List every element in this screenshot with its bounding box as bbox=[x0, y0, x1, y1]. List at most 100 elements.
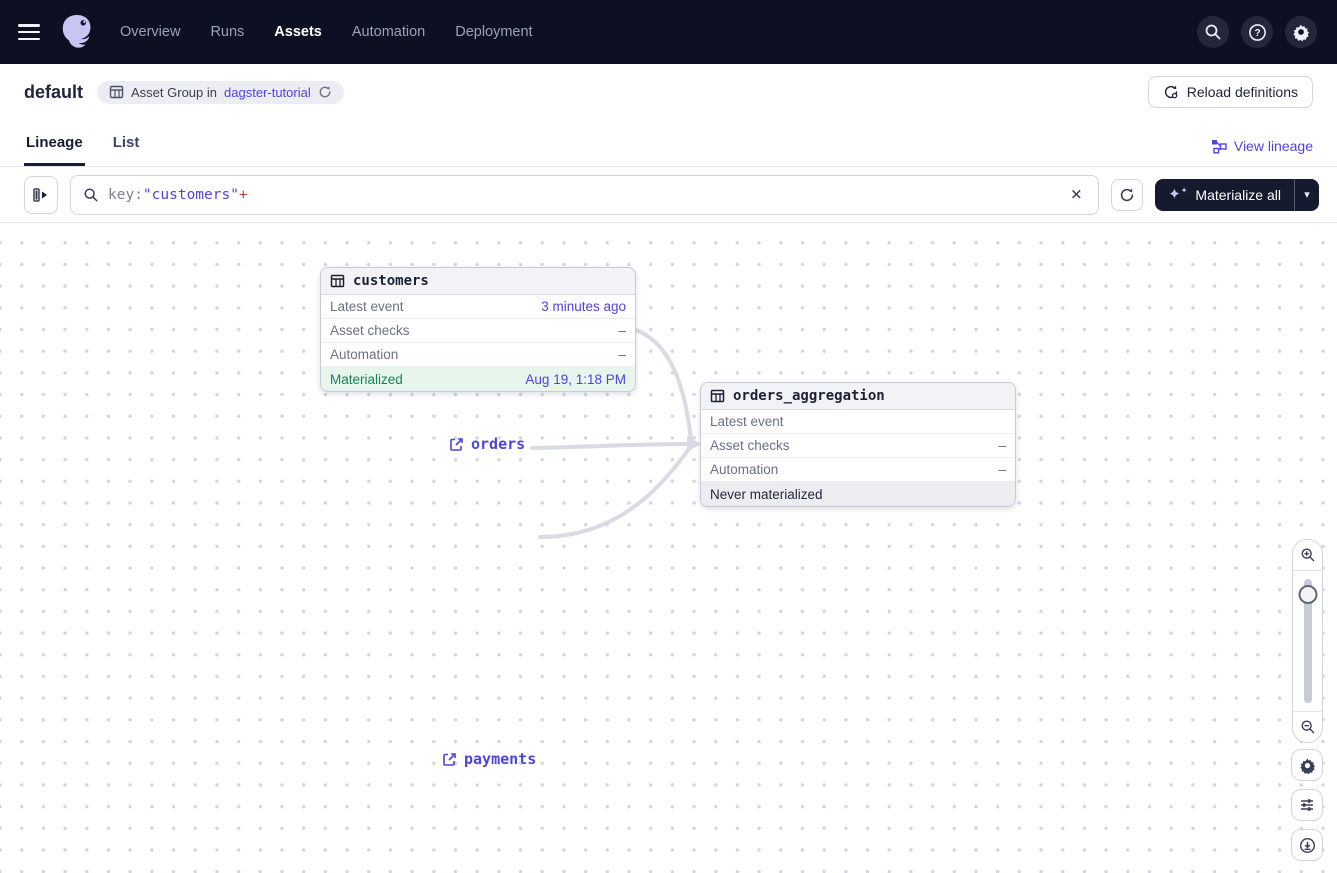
top-navbar: Overview Runs Assets Automation Deployme… bbox=[0, 0, 1337, 64]
table-icon bbox=[710, 389, 725, 403]
asset-node-header: customers bbox=[321, 268, 635, 295]
external-link-icon bbox=[443, 752, 456, 766]
filter-query-suffix: + bbox=[238, 186, 248, 203]
zoom-slider[interactable] bbox=[1293, 571, 1322, 711]
page-header: default Asset Group in dagster-tutorial … bbox=[0, 64, 1337, 120]
asset-node-customers[interactable]: customers Latest event 3 minutes ago Ass… bbox=[320, 267, 636, 392]
panel-expand-icon bbox=[33, 187, 47, 202]
zoom-slider-track[interactable] bbox=[1303, 579, 1312, 703]
row-value: – bbox=[618, 347, 626, 362]
materialize-all-button[interactable]: ✦✦ Materialize all ▾ bbox=[1155, 178, 1319, 211]
primary-nav: Overview Runs Assets Automation Deployme… bbox=[120, 24, 533, 40]
external-asset-orders[interactable]: orders bbox=[449, 435, 525, 453]
view-lineage-label: View lineage bbox=[1233, 138, 1313, 154]
nav-item-deployment[interactable]: Deployment bbox=[455, 24, 533, 40]
status-label: Materialized bbox=[330, 371, 403, 387]
row-value: – bbox=[618, 323, 626, 338]
badge-text: Asset Group in bbox=[131, 84, 218, 100]
clear-filter-button[interactable]: × bbox=[1070, 183, 1083, 205]
sliders-icon bbox=[1301, 799, 1313, 811]
row-label: Asset checks bbox=[330, 323, 410, 338]
filter-query: key:"customers"+ bbox=[108, 187, 1058, 203]
node-status-row: Materialized Aug 19, 1:18 PM bbox=[321, 367, 635, 391]
asset-filter-input[interactable]: key:"customers"+ × bbox=[70, 174, 1100, 215]
row-value: – bbox=[998, 438, 1006, 453]
external-asset-payments[interactable]: payments bbox=[442, 750, 536, 768]
expand-sidebar-button[interactable] bbox=[24, 175, 58, 214]
node-row-latest-event: Latest event bbox=[701, 410, 1015, 434]
node-row-asset-checks: Asset checks – bbox=[321, 319, 635, 343]
filter-query-key: key: bbox=[108, 186, 143, 203]
asset-title: customers bbox=[353, 273, 429, 289]
filter-query-value: "customers" bbox=[142, 186, 239, 203]
table-icon bbox=[330, 274, 345, 288]
nav-item-overview[interactable]: Overview bbox=[120, 24, 181, 40]
node-status-row: Never materialized bbox=[701, 482, 1015, 506]
status-value[interactable]: Aug 19, 1:18 PM bbox=[525, 371, 626, 387]
external-link-icon bbox=[450, 437, 463, 451]
tab-list[interactable]: List bbox=[112, 134, 140, 151]
svg-text:?: ? bbox=[1254, 28, 1260, 39]
row-label: Latest event bbox=[330, 299, 404, 314]
help-button[interactable]: ? bbox=[1241, 16, 1273, 48]
refresh-icon bbox=[1120, 188, 1134, 201]
view-lineage-link[interactable]: View lineage bbox=[1211, 138, 1313, 166]
code-location-link[interactable]: dagster-tutorial bbox=[224, 84, 311, 100]
row-value[interactable]: 3 minutes ago bbox=[541, 299, 626, 314]
zoom-out-button[interactable] bbox=[1293, 711, 1322, 742]
search-icon bbox=[84, 187, 98, 202]
search-icon bbox=[1205, 24, 1221, 40]
status-label: Never materialized bbox=[710, 486, 823, 502]
dagster-octopus-icon bbox=[62, 15, 91, 48]
button-divider bbox=[1294, 178, 1295, 211]
asset-title: orders_aggregation bbox=[733, 388, 885, 404]
recenter-view-button[interactable] bbox=[1291, 829, 1323, 861]
graph-toolbar: key:"customers"+ × ✦✦ Materialize all ▾ bbox=[0, 167, 1337, 222]
external-asset-label: orders bbox=[471, 435, 526, 453]
page-title: default bbox=[24, 81, 84, 102]
zoom-out-icon bbox=[1301, 720, 1314, 734]
graph-filters-button[interactable] bbox=[1291, 789, 1323, 821]
menu-icon[interactable] bbox=[18, 24, 40, 40]
asset-node-header: orders_aggregation bbox=[701, 383, 1015, 410]
nav-item-runs[interactable]: Runs bbox=[210, 24, 245, 40]
search-button[interactable] bbox=[1197, 16, 1229, 48]
asset-group-badge: Asset Group in dagster-tutorial bbox=[97, 80, 344, 104]
nav-item-assets[interactable]: Assets bbox=[274, 24, 322, 40]
zoom-control-group bbox=[1292, 539, 1323, 743]
dagster-logo[interactable] bbox=[58, 12, 96, 52]
external-asset-label: payments bbox=[464, 750, 537, 768]
refresh-graph-button[interactable] bbox=[1111, 178, 1144, 211]
graph-settings-button[interactable] bbox=[1291, 749, 1323, 781]
zoom-in-icon bbox=[1301, 548, 1314, 562]
asset-node-orders-aggregation[interactable]: orders_aggregation Latest event Asset ch… bbox=[700, 382, 1016, 507]
lineage-canvas[interactable]: customers Latest event 3 minutes ago Ass… bbox=[0, 222, 1337, 873]
node-row-latest-event: Latest event 3 minutes ago bbox=[321, 295, 635, 319]
help-icon: ? bbox=[1248, 23, 1266, 41]
materialize-dropdown-button[interactable]: ▾ bbox=[1304, 189, 1310, 201]
reload-definitions-label: Reload definitions bbox=[1186, 84, 1298, 100]
row-label: Asset checks bbox=[710, 438, 790, 453]
row-value: – bbox=[998, 462, 1006, 477]
settings-button[interactable] bbox=[1285, 16, 1317, 48]
nav-item-automation[interactable]: Automation bbox=[351, 24, 426, 40]
tab-lineage[interactable]: Lineage bbox=[24, 134, 85, 166]
reload-definitions-button[interactable]: Reload definitions bbox=[1147, 76, 1313, 108]
node-row-automation: Automation – bbox=[701, 458, 1015, 482]
refresh-icon[interactable] bbox=[318, 85, 332, 99]
reload-icon bbox=[1164, 85, 1178, 99]
tabs-bar: Lineage List View lineage bbox=[0, 120, 1337, 167]
row-label: Automation bbox=[710, 462, 779, 477]
lineage-edges bbox=[530, 328, 701, 539]
gear-icon bbox=[1293, 24, 1310, 41]
lineage-graph-icon bbox=[1211, 139, 1227, 154]
gear-icon bbox=[1299, 758, 1315, 774]
node-row-asset-checks: Asset checks – bbox=[701, 434, 1015, 458]
row-label: Latest event bbox=[710, 414, 784, 429]
materialize-all-label: Materialize all bbox=[1195, 186, 1281, 203]
zoom-in-button[interactable] bbox=[1293, 540, 1322, 571]
zoom-slider-thumb[interactable] bbox=[1298, 585, 1317, 604]
table-icon bbox=[109, 85, 124, 99]
node-row-automation: Automation – bbox=[321, 343, 635, 367]
sparkle-icon: ✦✦ bbox=[1168, 186, 1188, 203]
